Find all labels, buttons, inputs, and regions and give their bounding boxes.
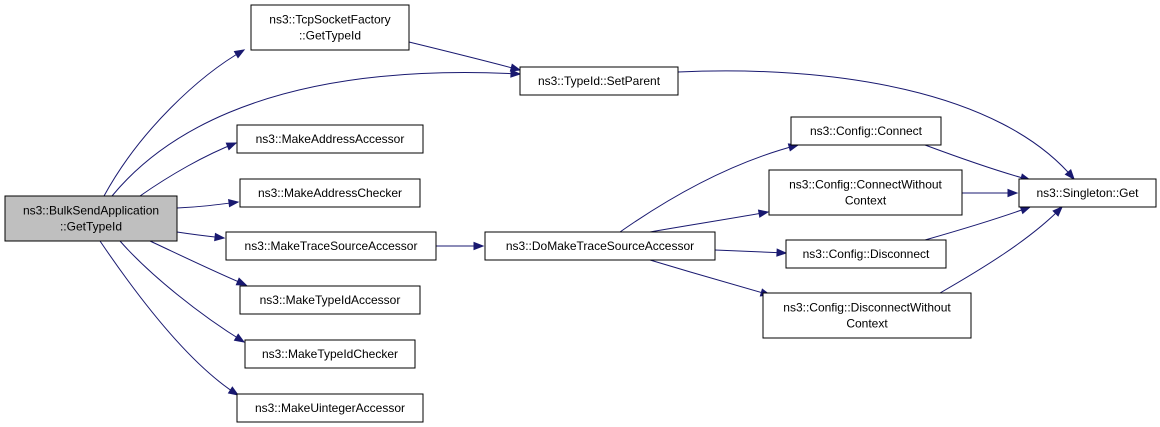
node-label: ns3::DoMakeTraceSourceAccessor [506,239,694,253]
node-tcp[interactable]: ns3::TcpSocketFactory::GetTypeId [250,4,410,51]
node-label: ns3::Singleton::Get [1036,186,1139,200]
node-label: Context [845,194,887,208]
node-box [1018,178,1157,208]
edge-root-to-tcp [103,49,245,197]
node-label: ns3::MakeAddressAccessor [256,132,405,146]
node-label: ns3::MakeTypeIdAccessor [260,293,401,307]
edge-domake-to-connectwc [649,211,769,233]
node-box [484,231,716,261]
node-label: ns3::Config::DisconnectWithout [783,301,951,315]
edge-disconnect-to-singleton [924,206,1031,241]
node-box [239,285,421,315]
node-setparent[interactable]: ns3::TypeId::SetParent [519,66,679,96]
node-typeidacc[interactable]: ns3::MakeTypeIdAccessor [239,285,421,315]
edge-root-to-addracc [139,142,237,197]
node-label: ns3::MakeUintegerAccessor [255,401,405,415]
edge-disconnectwc-to-singleton-arrowhead [1052,206,1063,217]
node-box [4,195,178,242]
edge-root-to-addracc-arrowhead [225,142,238,151]
node-box [244,339,416,369]
node-connect[interactable]: ns3::Config::Connect [790,116,942,146]
node-uintacc[interactable]: ns3::MakeUintegerAccessor [236,393,424,423]
edge-domake-to-disconnect-arrowhead [776,248,788,257]
edge-root-to-uintacc [99,240,239,396]
node-box [250,4,410,51]
edge-connectwc-to-singleton-arrowhead [1007,188,1019,198]
node-box [236,393,424,423]
edge-root-to-typeidacc [149,240,247,286]
edge-connect-to-singleton [924,144,1031,181]
edge-tcp-to-setparent [408,41,521,71]
node-label: Context [846,317,888,331]
edge-tracesrc-to-domake-arrowhead [473,241,485,251]
edge-domake-to-connectwc-arrowhead [757,209,770,218]
node-label: ns3::BulkSendApplication [23,204,159,218]
node-box [790,116,942,146]
node-label: ::GetTypeId [60,220,122,234]
node-label: ns3::TcpSocketFactory [269,13,390,27]
node-box [768,169,963,216]
edge-domake-to-disconnect [714,249,787,254]
edge-root-to-uintacc-arrowhead [227,386,240,396]
node-domake[interactable]: ns3::DoMakeTraceSourceAccessor [484,231,716,261]
node-box [519,66,679,96]
edge-setparent-to-singleton-arrowhead [1064,169,1075,181]
node-label: ::GetTypeId [299,29,361,43]
node-tracesrc[interactable]: ns3::MakeTraceSourceAccessor [225,231,437,261]
edge-root-to-setparent [111,72,521,197]
node-root[interactable]: ns3::BulkSendApplication::GetTypeId [4,195,178,242]
edge-domake-to-disconnectwc [649,259,771,296]
node-box [225,231,437,261]
edge-disconnectwc-to-singleton [939,206,1063,294]
edge-domake-to-connect [619,144,799,233]
edge-setparent-to-singleton [677,70,1075,180]
node-addracc[interactable]: ns3::MakeAddressAccessor [236,124,424,154]
edge-root-to-setparent-arrowhead [510,69,522,78]
edge-root-to-typeidacc-arrowhead [235,277,248,286]
edge-root-to-typeidchk [119,240,245,343]
node-label: ns3::Config::Disconnect [803,247,930,261]
node-label: ns3::Config::ConnectWithout [789,178,942,192]
edge-root-to-tcp-arrowhead [233,49,246,59]
node-singleton[interactable]: ns3::Singleton::Get [1018,178,1157,208]
node-disconnect[interactable]: ns3::Config::Disconnect [785,239,947,269]
node-box [785,239,947,269]
node-label: ns3::MakeTraceSourceAccessor [245,239,418,253]
edge-tcp-to-setparent-arrowhead [509,63,522,72]
edge-root-to-typeidchk-arrowhead [233,333,246,343]
node-label: ns3::Config::Connect [810,124,923,138]
node-label: ns3::MakeTypeIdChecker [262,347,398,361]
edge-root-to-tracesrc-arrowhead [214,232,226,242]
edges-layer [99,41,1075,396]
node-addrchk[interactable]: ns3::MakeAddressChecker [239,178,421,208]
node-typeidchk[interactable]: ns3::MakeTypeIdChecker [244,339,416,369]
edge-root-to-addrchk-arrowhead [228,199,240,208]
node-box [236,124,424,154]
node-label: ns3::MakeAddressChecker [258,186,402,200]
nodes-layer: ns3::BulkSendApplication::GetTypeIdns3::… [4,4,1157,423]
edge-disconnect-to-singleton-arrowhead [1019,206,1032,215]
node-box [762,292,972,339]
node-box [239,178,421,208]
node-label: ns3::TypeId::SetParent [538,74,661,88]
